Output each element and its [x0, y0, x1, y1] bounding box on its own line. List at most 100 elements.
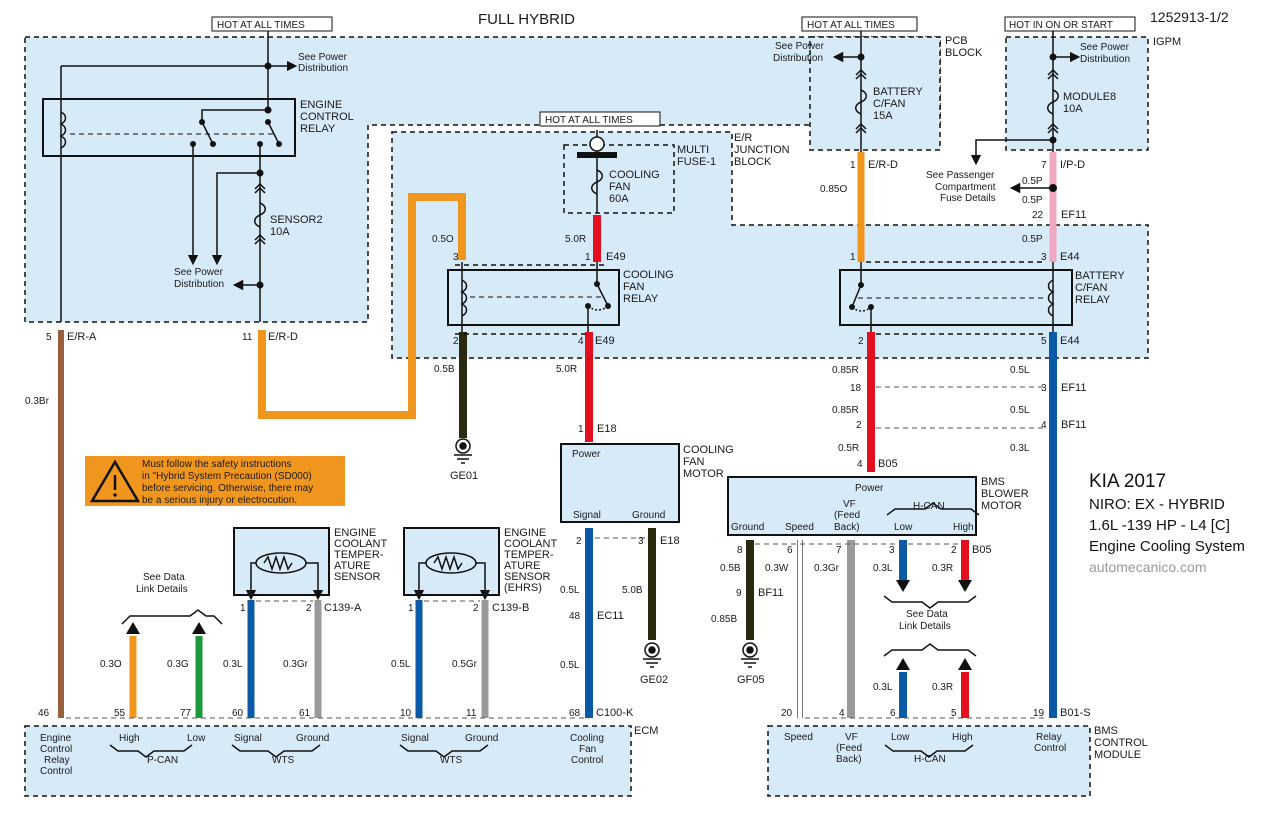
pin: 3 — [889, 545, 895, 556]
ects-label-4: ATURE — [334, 560, 370, 572]
see-data-1b: Link Details — [136, 584, 188, 595]
info-engine: 1.6L -139 HP - L4 [C] — [1089, 517, 1230, 534]
pin: 3 — [453, 252, 459, 263]
cfr-label-3: RELAY — [623, 293, 659, 305]
see-power-1b: Distribution — [298, 63, 348, 74]
er-junction-label-3: BLOCK — [734, 156, 772, 168]
pin: 4 — [1041, 420, 1047, 431]
pin: 3 — [1041, 252, 1047, 263]
ects-label-5: SENSOR — [334, 571, 381, 583]
see-power-3b: Distribution — [773, 53, 823, 64]
conn-er-d: E/R-D — [268, 331, 298, 343]
warning-line-2: in "Hybrid System Precaution (SD000) — [142, 471, 312, 482]
sensor2-fuse-icon — [254, 202, 266, 228]
cf-fuse-label-2: FAN — [609, 181, 630, 193]
conn-bf11-ground: BF11 — [758, 587, 783, 599]
pin: 10 — [400, 708, 412, 719]
gauge: 0.3L — [1010, 443, 1030, 454]
gauge: 0.85B — [711, 614, 737, 625]
pcb-label-2: BLOCK — [945, 47, 983, 59]
pin: 60 — [232, 708, 244, 719]
cf-fuse-label-1: COOLING — [609, 169, 660, 181]
pin: 22 — [1032, 210, 1044, 221]
pin: 2 — [856, 420, 862, 431]
battery-cfan-relay — [839, 269, 1073, 326]
ecm-term-cfc-1: Cooling — [570, 733, 604, 744]
see-data-2b: Link Details — [899, 621, 951, 632]
term-speed-bms: Speed — [785, 522, 814, 533]
conn-ge01: GE01 — [450, 470, 478, 482]
gauge: 0.3Gr — [814, 563, 840, 574]
ecm-term-signal-2: Signal — [401, 733, 429, 744]
term-power: Power — [572, 449, 601, 460]
conn-e18-bottom: E18 — [660, 535, 680, 547]
ecm-term-1d: Control — [40, 766, 72, 777]
bms-term-hcan: H-CAN — [914, 754, 946, 765]
pin: 11 — [242, 332, 253, 343]
engine-control-relay — [42, 98, 296, 157]
pin: 48 — [569, 611, 581, 622]
pin: 6 — [787, 545, 793, 556]
pin: 46 — [38, 708, 50, 719]
pin: 1 — [240, 603, 246, 614]
conn-c139a: C139-A — [324, 602, 362, 614]
conn-er-d-2: E/R-D — [868, 159, 898, 171]
gauge: 0.85R — [832, 405, 859, 416]
ecm-term-wts-2: WTS — [440, 755, 463, 766]
ects-ehrs-label-3: TEMPER- — [504, 549, 554, 561]
bms-blower-label-1: BMS — [981, 476, 1005, 488]
pin: 3 — [1041, 383, 1047, 394]
ecm-term-signal-1: Signal — [234, 733, 262, 744]
conn-e44-bottom: E44 — [1060, 335, 1080, 347]
pin: 4 — [578, 336, 584, 347]
bcfr-label-1: BATTERY — [1075, 270, 1125, 282]
see-power-2b: Distribution — [174, 279, 224, 290]
gauge: 0.3L — [873, 563, 893, 574]
gauge: 0.5P — [1022, 195, 1043, 206]
conn-gf05: GF05 — [737, 674, 765, 686]
ects-ehrs-label-5: SENSOR — [504, 571, 551, 583]
multifuse-label-1: MULTI — [677, 144, 709, 156]
gauge: 0.5Gr — [452, 659, 478, 670]
hot-label-2: HOT AT ALL TIMES — [539, 111, 661, 127]
gauge: 5.0R — [556, 364, 577, 375]
pin: 8 — [737, 545, 743, 556]
coolant-temp-sensor — [233, 527, 330, 596]
pin: 61 — [299, 708, 311, 719]
warning-line-3: before servicing. Otherwise, there may — [142, 483, 313, 494]
data-link-brace-3 — [883, 643, 977, 657]
gauge: 0.3Br — [25, 396, 50, 407]
gauge: 0.3L — [223, 659, 243, 670]
ecm-term-1c: Relay — [44, 755, 70, 766]
pin: 1 — [578, 424, 584, 435]
pin: 18 — [850, 383, 862, 394]
conn-ge02: GE02 — [640, 674, 668, 686]
see-passenger-3: Fuse Details — [940, 193, 996, 204]
term-low-bms: Low — [894, 522, 913, 533]
bms-ctrl-label-3: MODULE — [1094, 749, 1141, 761]
conn-ipd: I/P-D — [1060, 159, 1085, 171]
bat-fuse-label-2: C/FAN — [873, 98, 905, 110]
pin: 20 — [781, 708, 793, 719]
info-make-year: KIA 2017 — [1089, 471, 1166, 492]
term-vf-3: Back) — [834, 522, 860, 533]
diagram-title: FULL HYBRID — [478, 11, 575, 28]
data-link-brace-2 — [883, 595, 977, 609]
ecm-term-cfc-2: Fan — [579, 744, 596, 755]
bcfr-label-3: RELAY — [1075, 294, 1111, 306]
warning-triangle-icon — [89, 459, 141, 503]
gauge: 0.5P — [1022, 176, 1043, 187]
wire-orange-0.5O — [258, 193, 466, 419]
gauge: 0.85R — [832, 365, 859, 376]
ecm-label: ECM — [634, 725, 658, 737]
cfm-label-3: MOTOR — [683, 468, 724, 480]
hot-label-1: HOT AT ALL TIMES — [211, 16, 333, 32]
pin: 68 — [569, 708, 581, 719]
ecm-term-cfc-3: Control — [571, 755, 603, 766]
pin: 19 — [1033, 708, 1045, 719]
ecm-term-pcan-low: Low — [187, 733, 206, 744]
pin: 7 — [836, 545, 842, 556]
term-hcan-bms: H-CAN — [913, 501, 945, 512]
data-link-brace-1 — [121, 609, 223, 625]
cfr-label-1: COOLING — [623, 269, 674, 281]
